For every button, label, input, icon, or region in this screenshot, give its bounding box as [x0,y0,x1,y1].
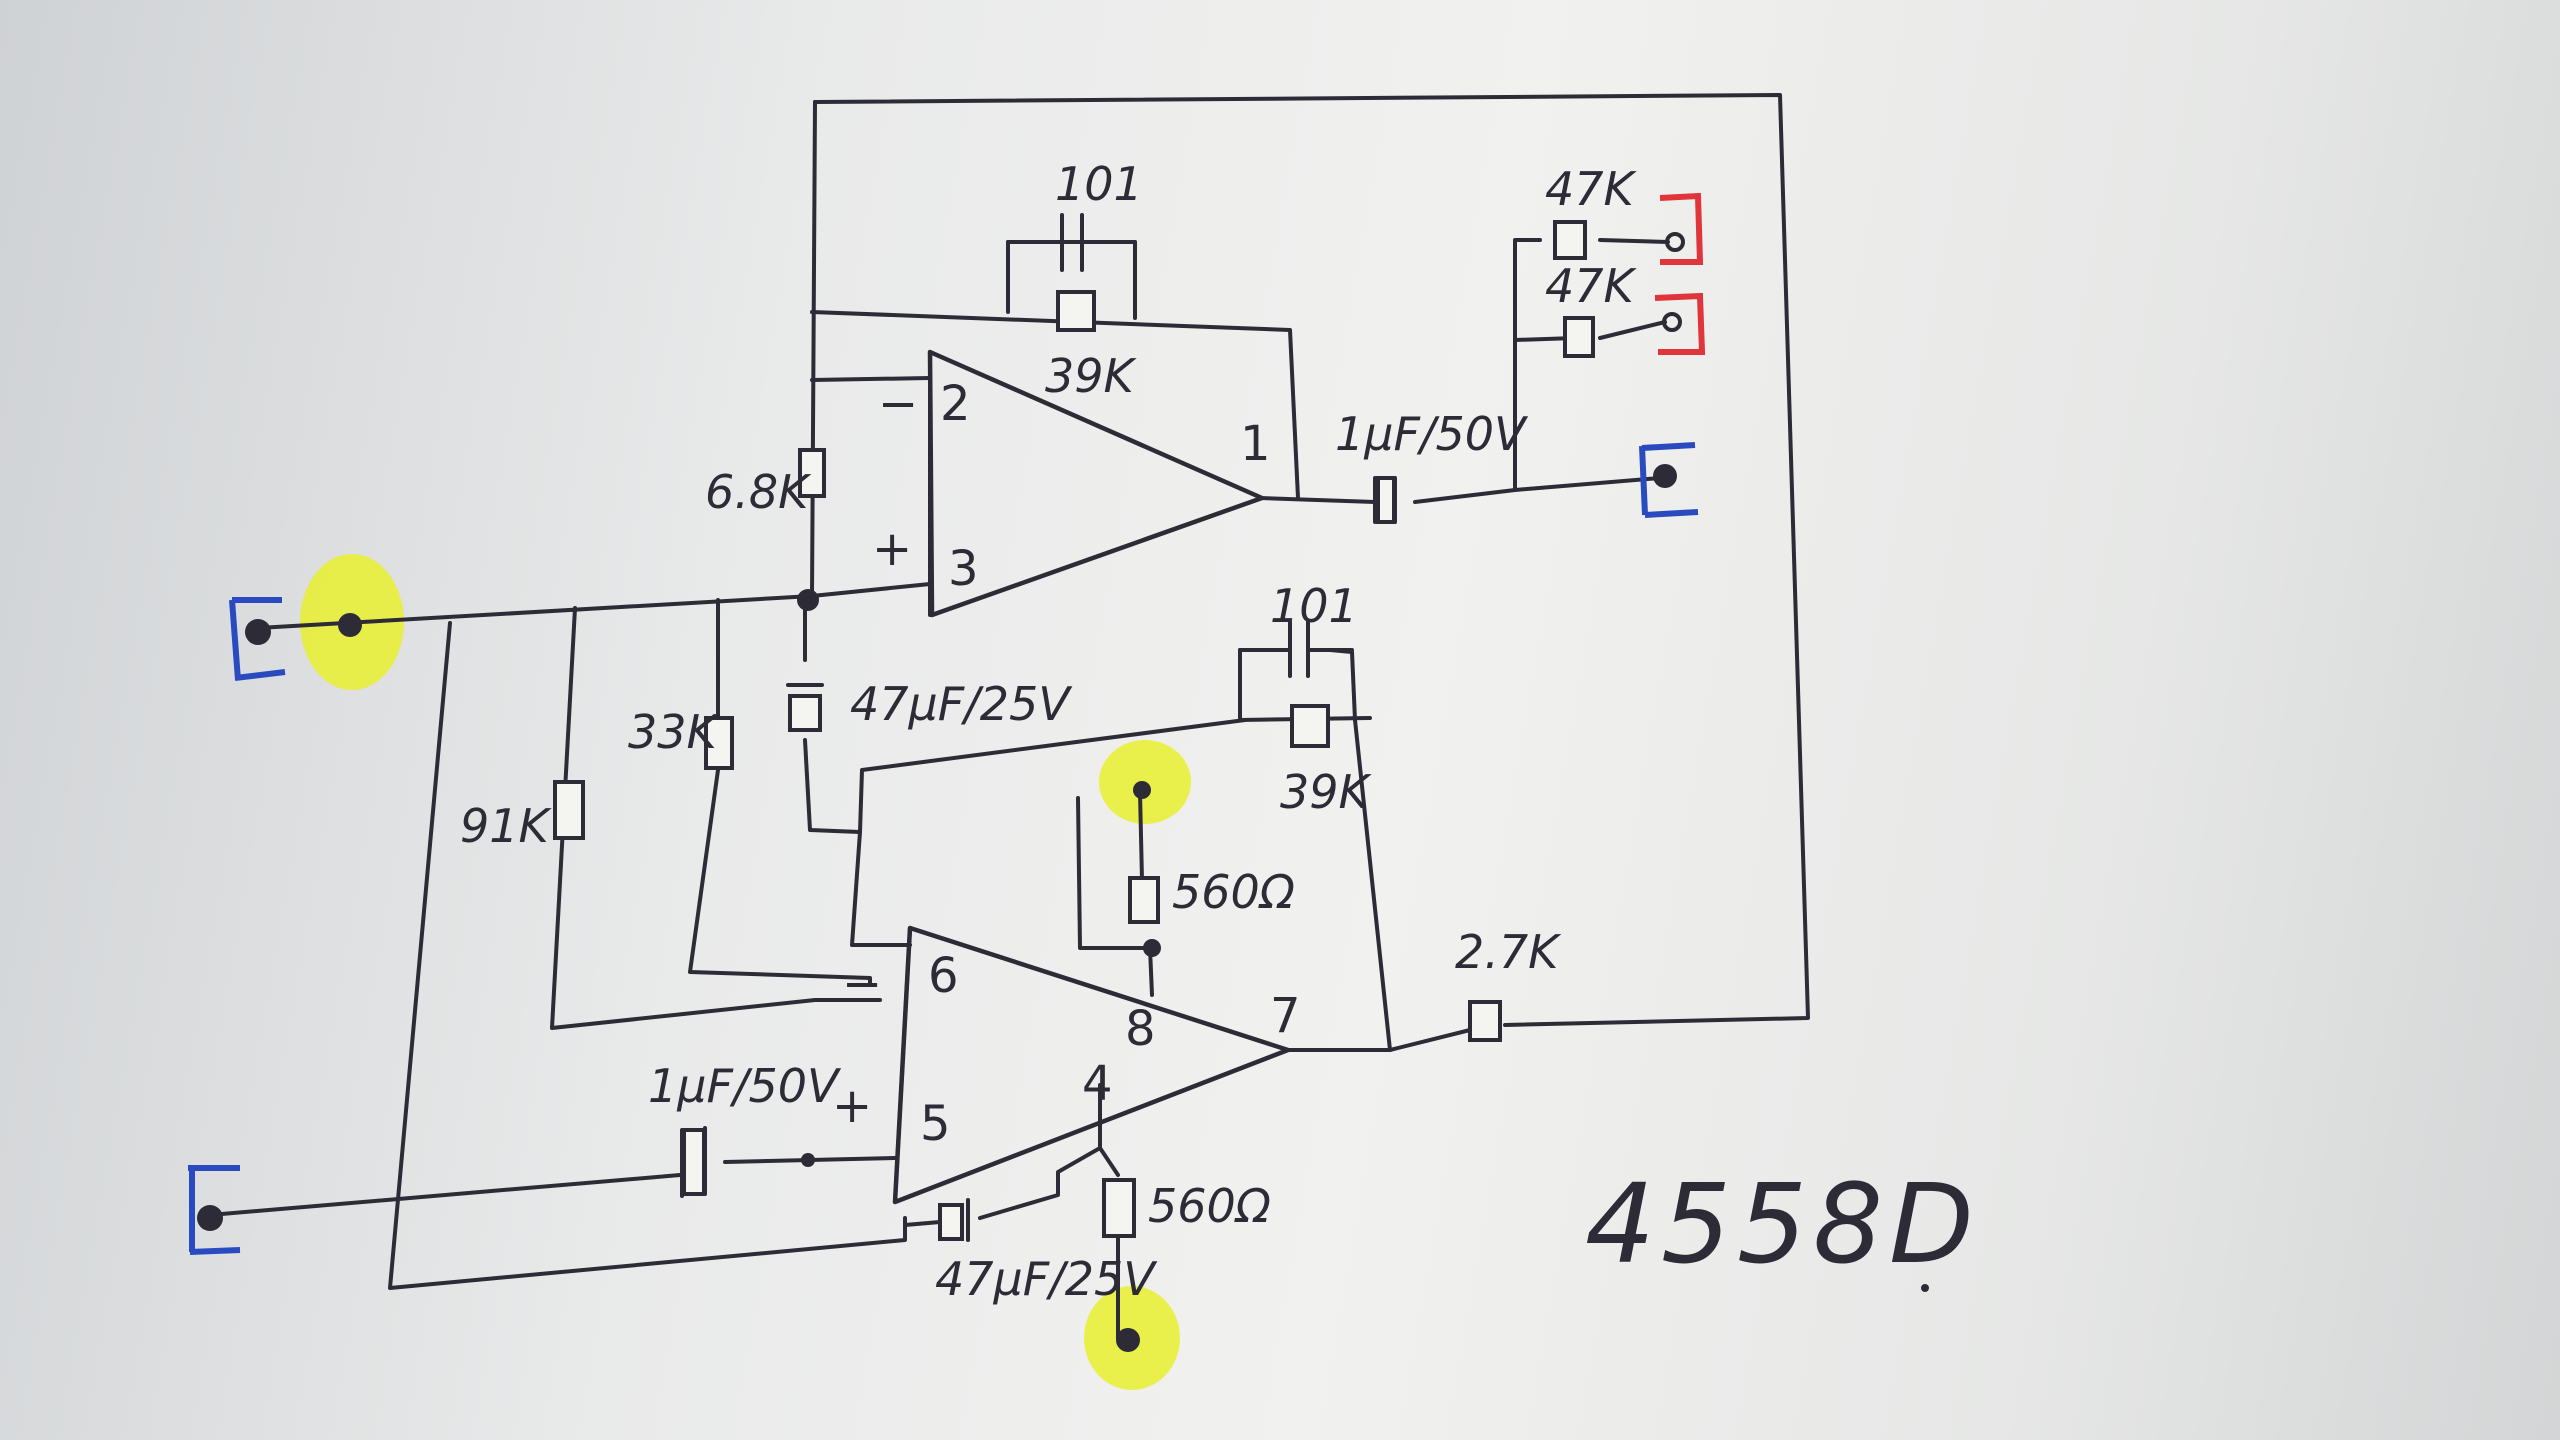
part-number-period [1921,1284,1929,1292]
junction-dots [338,589,1161,1352]
label-c-mid: 101 [1270,579,1358,633]
opamp-top-pin-2: 2 [940,376,971,432]
pad-red-b[interactable] [1654,292,1706,355]
opamp-top-pin-1: 1 [1240,416,1271,472]
label-r-bias-b: 91K [460,799,553,853]
resistor-r-out-b [1563,316,1595,358]
capacitor-body-out-top [1376,476,1396,524]
resistor-r-out-a [1553,220,1587,260]
label-r-out-bot: 2.7K [1455,925,1562,979]
opamp-top-minus: − [878,376,918,432]
resistor-r-pin4 [1102,1178,1136,1238]
resistor-r-bias-a [704,716,734,770]
pad-input-bottom[interactable] [188,1165,241,1255]
opamp-top-pins: − 2 + 3 1 [872,376,1271,597]
label-r-bias-a: 33K [628,705,721,759]
capacitor-c-mid [1238,620,1354,678]
pad-red-a[interactable] [1659,192,1704,265]
label-r-out-b: 47K [1545,259,1638,313]
opamp-bottom-pin-6: 6 [928,948,959,1004]
resistor-r-mid [1290,704,1330,748]
label-c-bias: 47μF/25V [850,677,1073,731]
label-c-top: 101 [1055,157,1143,211]
capacitor-c-bot [938,1198,970,1242]
opamp-top-pin-3: 3 [948,541,979,597]
label-r-in-top: 6.8K [705,465,812,519]
component-labels: 101 39K 6.8K 1μF/50V 47K 47K 47μF/25V 33… [460,157,1638,1306]
opamp-bottom-pin-4: 4 [1082,1056,1113,1112]
label-c-bot: 47μF/25V [935,1252,1158,1306]
capacitor-body-in-bot [682,1128,706,1196]
resistor-r-in-top [798,448,826,498]
label-r-pin8: 560Ω [1172,865,1295,919]
opamp-bottom-pins: − 6 + 5 7 8 4 [832,948,1301,1152]
capacitor-c-bias [788,694,822,732]
resistor-r-bias-b [553,780,585,840]
resistor-r-out-bot [1468,1000,1502,1042]
opamp-bottom-pin-5: 5 [920,1096,951,1152]
label-r-pin4: 560Ω [1148,1179,1271,1233]
capacitor-c-top [1006,213,1137,272]
opamp-top-plus: + [872,521,912,577]
opamp-bottom-minus: − [842,956,882,1012]
part-number: 4558D [1585,1160,1980,1288]
opamp-top[interactable] [927,349,1265,618]
components [553,213,1595,1242]
resistor-r-top [1056,290,1096,332]
pad-output[interactable] [1639,442,1699,518]
label-r-out-a: 47K [1545,162,1638,216]
label-r-top: 39K [1045,349,1138,403]
label-c-out-top: 1μF/50V [1335,407,1529,461]
opamp-bottom-pin-8: 8 [1125,1001,1156,1057]
opamp-bottom-plus: + [832,1078,872,1134]
pad-input[interactable] [229,597,286,681]
label-r-mid: 39K [1280,765,1373,819]
resistor-r-pin8 [1128,876,1160,924]
opamp-bottom[interactable] [892,925,1291,1205]
label-c-in-bot: 1μF/50V [648,1059,842,1113]
opamp-bottom-pin-7: 7 [1270,988,1301,1044]
